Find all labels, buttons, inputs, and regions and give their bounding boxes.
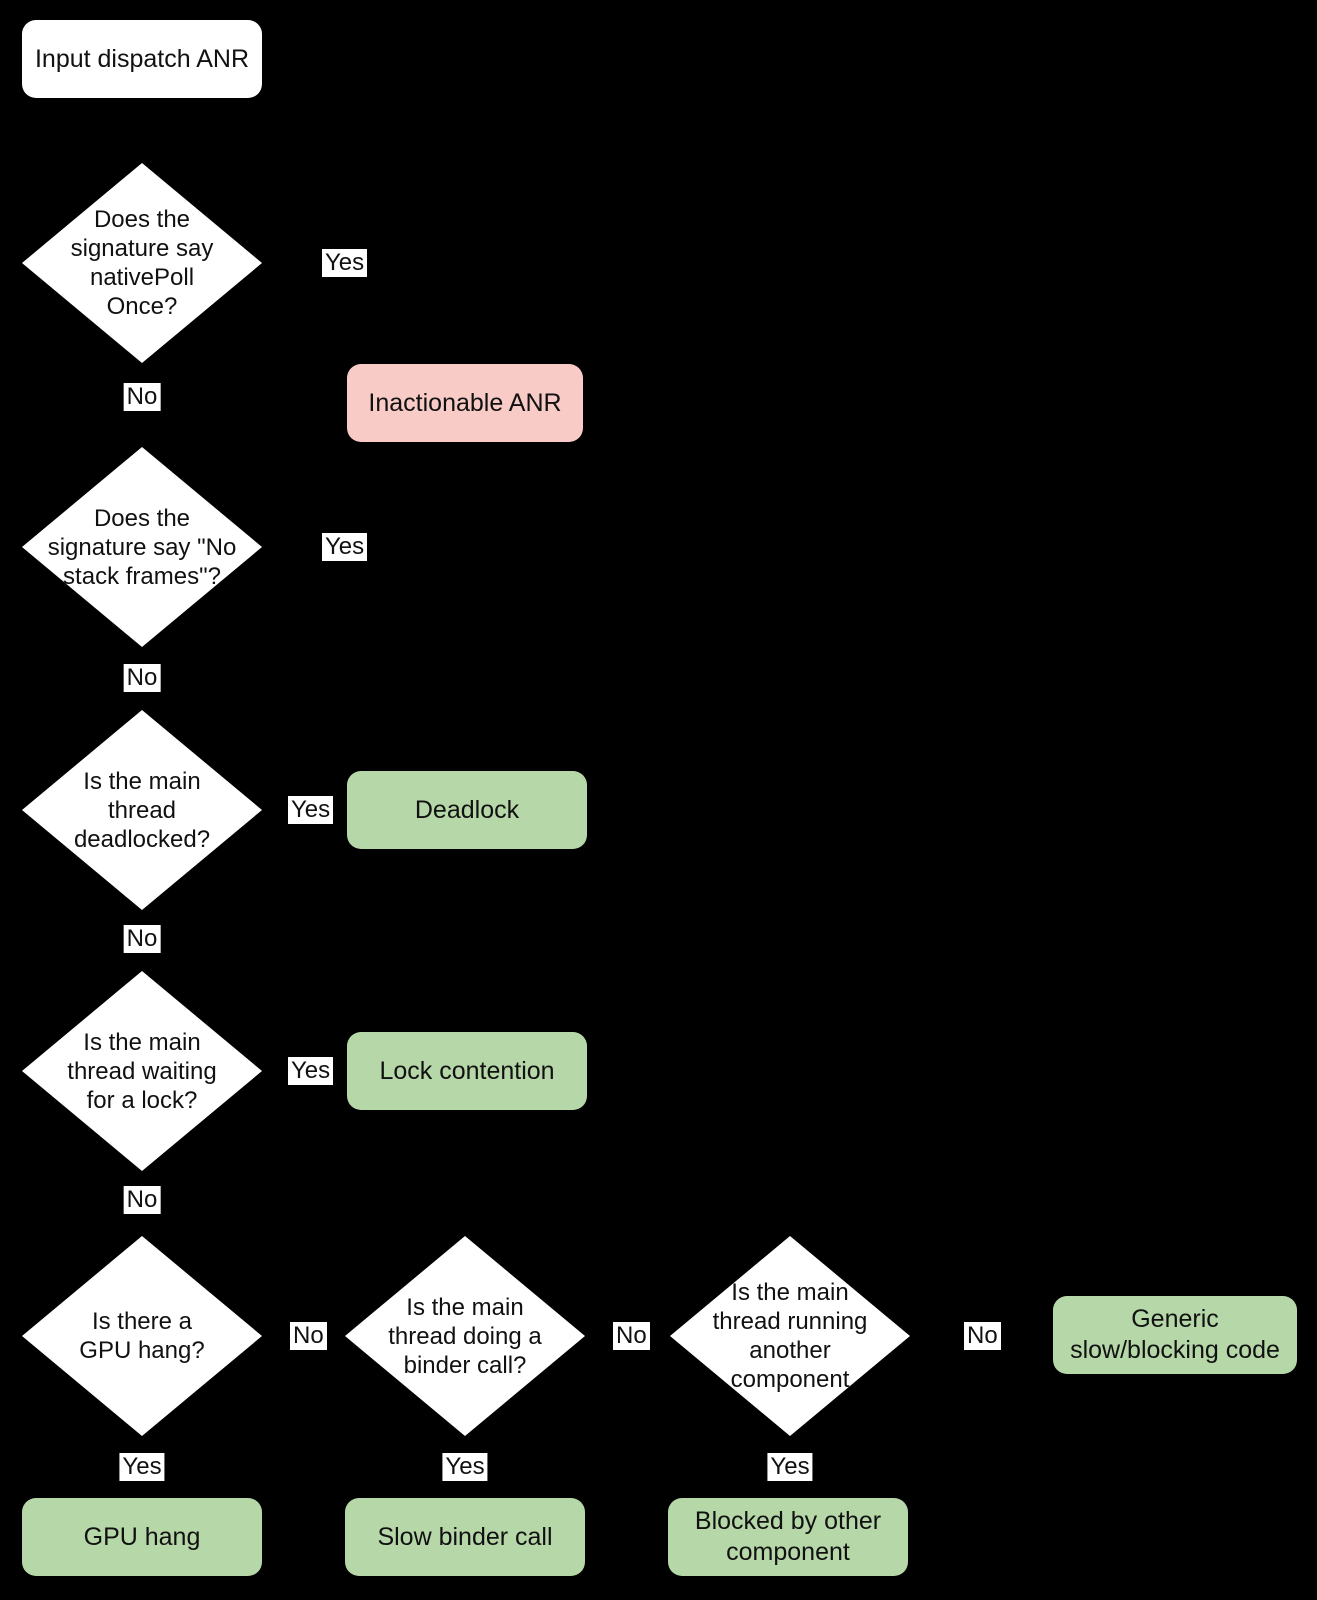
outcome-inactionable-anr: Inactionable ANR: [347, 364, 583, 442]
edge-label-yes-deadlocked: Yes: [288, 796, 334, 824]
edge-label-no-waiting-lock: No: [123, 1186, 161, 1214]
decision-binder-call: Is the main thread doing a binder call?: [345, 1236, 585, 1436]
outcome-lock-contention: Lock contention: [347, 1032, 587, 1110]
edge-label-yes-gpu-hang: Yes: [119, 1453, 165, 1481]
decision-main-thread-deadlocked: Is the main thread deadlocked?: [22, 710, 262, 910]
start-node: Input dispatch ANR: [22, 20, 262, 98]
decision-no-stack-frames: Does the signature say "No stack frames"…: [22, 447, 262, 647]
outcome-gpu-hang: GPU hang: [22, 1498, 262, 1576]
decision-native-poll-once: Does the signature say nativePoll Once?: [22, 163, 262, 363]
outcome-generic-slow-blocking-code: Generic slow/blocking code: [1053, 1296, 1297, 1374]
edge-label-no-gpu-hang: No: [290, 1322, 327, 1350]
edge-label-yes-waiting-lock: Yes: [288, 1057, 334, 1085]
edge-label-yes-no-stack-frames: Yes: [322, 533, 368, 561]
edge-label-no-binder-call: No: [613, 1322, 650, 1350]
edge-label-no-deadlocked: No: [123, 925, 161, 953]
outcome-deadlock: Deadlock: [347, 771, 587, 849]
edge-label-no-native-poll-once: No: [123, 383, 161, 411]
edge-label-yes-binder-call: Yes: [442, 1453, 488, 1481]
edge-label-no-no-stack-frames: No: [123, 664, 161, 692]
edge-label-yes-running-another-component: Yes: [767, 1453, 813, 1481]
decision-main-thread-waiting-lock: Is the main thread waiting for a lock?: [22, 971, 262, 1171]
decision-running-another-component: Is the main thread running another compo…: [670, 1236, 910, 1436]
outcome-blocked-by-other-component: Blocked by other component: [668, 1498, 908, 1576]
decision-gpu-hang: Is there a GPU hang?: [22, 1236, 262, 1436]
edge-label-yes-native-poll-once: Yes: [322, 249, 368, 277]
outcome-slow-binder-call: Slow binder call: [345, 1498, 585, 1576]
edge-label-no-running-another-component: No: [964, 1322, 1001, 1350]
